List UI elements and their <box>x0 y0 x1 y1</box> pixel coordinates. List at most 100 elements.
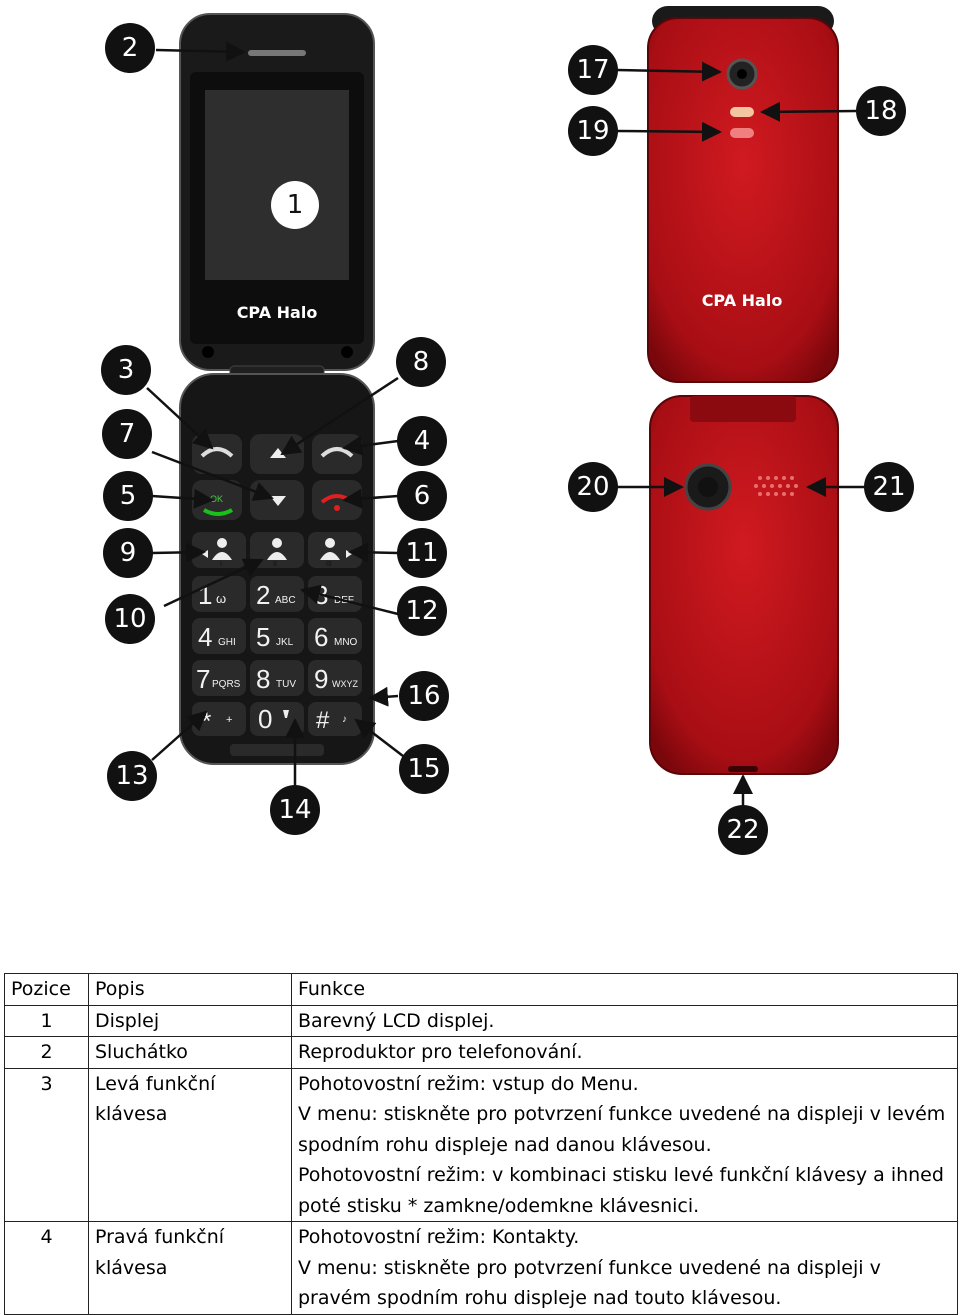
callout-badge-10 <box>105 594 155 644</box>
key-6-digit: 6 <box>314 622 328 652</box>
sos-button-inner[interactable] <box>698 477 718 497</box>
key-9-letters: WXYZ <box>332 679 359 689</box>
person-icon <box>217 538 227 548</box>
row-func: Pohotovostní režim: vstup do Menu. V men… <box>291 1067 958 1222</box>
callout-label-5: 5 <box>120 481 137 511</box>
callout-label-19: 19 <box>576 116 609 146</box>
header-func: Funkce <box>291 973 958 1006</box>
red-cover-back <box>649 395 839 775</box>
key-4[interactable] <box>192 618 246 654</box>
func-line: V menu: stiskněte pro potvrzení funkce u… <box>298 1103 946 1156</box>
key-5[interactable] <box>250 618 304 654</box>
callout-label-9: 9 <box>120 538 137 568</box>
speed-dial-key-1[interactable] <box>192 532 246 568</box>
key-9-digit: 9 <box>314 664 328 694</box>
callout-badge-11 <box>397 528 447 578</box>
right-soft-key[interactable] <box>312 434 362 474</box>
phone-diagram: CPA Halo OK I II <box>101 6 914 855</box>
up-arrow-icon <box>270 448 286 458</box>
callout-badge-13 <box>107 751 157 801</box>
callout-badge-20 <box>568 462 618 512</box>
table-row: 1 Displej Barevný LCD displej. <box>4 1004 958 1037</box>
key-7-digit: 7 <box>196 664 210 694</box>
callout-badge-21 <box>864 462 914 512</box>
callout-badge-12 <box>397 586 447 636</box>
key-2-letters: ABC <box>275 595 296 606</box>
callout-label-10: 10 <box>113 604 146 634</box>
row-desc: Sluchátko <box>88 1036 292 1069</box>
callout-label-13: 13 <box>115 761 148 791</box>
header-desc: Popis <box>88 973 292 1006</box>
callout-label-2: 2 <box>122 33 139 63</box>
red-cover-front <box>647 17 839 383</box>
flashlight-led <box>730 107 754 117</box>
closed-phone-front: CPA Halo <box>647 6 839 383</box>
brand-label-front: CPA Halo <box>237 303 318 322</box>
callout-label-15: 15 <box>407 754 440 784</box>
bell-icon: ♪ <box>342 714 347 725</box>
flashlight-icon <box>283 710 289 718</box>
callout-label-6: 6 <box>414 481 431 511</box>
key-5-digit: 5 <box>256 622 270 652</box>
callout-label-4: 4 <box>414 426 431 456</box>
speed-dial-row: I II III <box>192 532 362 568</box>
camera-lens <box>737 69 747 79</box>
left-soft-key[interactable] <box>192 434 242 474</box>
charging-contacts <box>728 766 758 772</box>
callout-label-3: 3 <box>118 355 135 385</box>
callout-label-21: 21 <box>872 472 905 502</box>
row-pos: 3 <box>4 1067 89 1222</box>
left-soft-key-icon <box>200 447 234 458</box>
call-green-icon <box>203 508 233 516</box>
callout-badge-18 <box>856 86 906 136</box>
key-hash[interactable] <box>308 702 362 736</box>
key-1-letters: ω <box>216 591 226 606</box>
speed-dial-label-2: II <box>273 561 277 568</box>
key-2[interactable] <box>250 576 304 612</box>
callout-label-7: 7 <box>119 419 136 449</box>
key-8-digit: 8 <box>256 664 270 694</box>
callout-badge-3 <box>101 345 151 395</box>
callout-badge-4 <box>397 416 447 466</box>
back-hinge <box>690 396 796 422</box>
person-icon <box>272 538 282 548</box>
row-desc: Pravá funkční klávesa <box>88 1221 292 1315</box>
key-7[interactable] <box>192 660 246 696</box>
key-5-letters: JKL <box>276 637 294 648</box>
key-6[interactable] <box>308 618 362 654</box>
speed-dial-key-3[interactable] <box>308 532 362 568</box>
key-star[interactable] <box>192 702 246 736</box>
callout-label-17: 17 <box>576 55 609 85</box>
row-pos: 1 <box>4 1004 89 1037</box>
brand-label-cover: CPA Halo <box>702 291 783 310</box>
person-icon <box>325 538 335 548</box>
power-dot-icon <box>334 505 340 511</box>
key-9[interactable] <box>308 660 362 696</box>
key-2-digit: 2 <box>256 580 270 610</box>
row-func: Reproduktor pro telefonování. <box>291 1036 958 1069</box>
row-func: Barevný LCD displej. <box>291 1004 958 1037</box>
func-line: Pohotovostní režim: vstup do Menu. <box>298 1072 639 1095</box>
callout-badge-5 <box>103 471 153 521</box>
camera-flash-led <box>730 128 754 138</box>
key-hash-symbol: # <box>316 707 330 734</box>
callout-badge-16 <box>399 671 449 721</box>
header-pos: Pozice <box>4 973 89 1006</box>
key-star-letters: + <box>226 714 232 726</box>
callout-label-14: 14 <box>278 795 311 825</box>
closed-phone-back <box>649 395 839 775</box>
person-body-icon <box>212 552 232 560</box>
key-1[interactable] <box>192 576 246 612</box>
hinge-dot-right <box>341 346 353 358</box>
func-line: Pohotovostní režim: Kontakty. <box>298 1226 580 1248</box>
callout-badge-14 <box>270 785 320 835</box>
callout-badge-9 <box>103 528 153 578</box>
func-line: Reproduktor pro telefonování. <box>298 1041 583 1063</box>
table-row: 2 Sluchátko Reproduktor pro telefonování… <box>4 1036 958 1069</box>
row-desc: Levá funkční klávesa <box>88 1067 292 1222</box>
callout-label-1: 1 <box>287 190 304 220</box>
display-screen <box>205 90 349 280</box>
row-pos: 2 <box>4 1036 89 1069</box>
key-8[interactable] <box>250 660 304 696</box>
callout-badge-17 <box>568 45 618 95</box>
